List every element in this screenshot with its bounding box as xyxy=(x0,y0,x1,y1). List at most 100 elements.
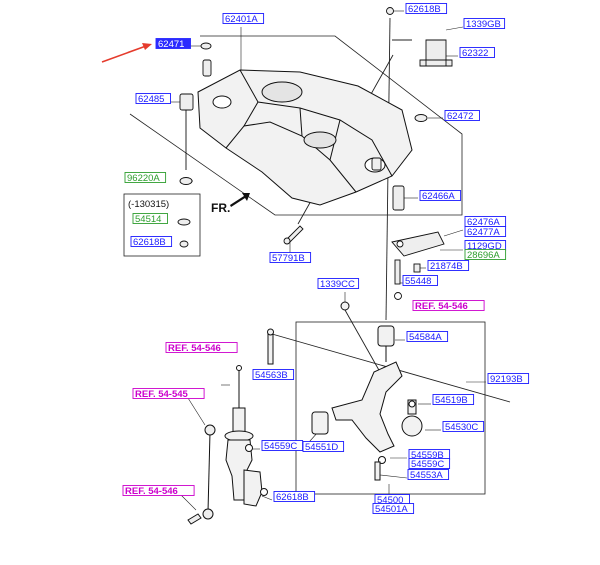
bracket-62322 xyxy=(419,39,453,67)
part-label-box xyxy=(444,110,480,121)
part-label-54553a[interactable]: 54553A xyxy=(407,469,450,482)
part-label-54514[interactable]: 54514 xyxy=(132,213,168,226)
part-label-62618b-bottom[interactable]: 62618B xyxy=(273,491,316,504)
part-label-54551d[interactable]: 54551D xyxy=(302,441,345,454)
part-label-text: 54563B xyxy=(255,370,288,381)
kit-parts xyxy=(177,218,191,248)
part-label-box xyxy=(412,300,485,311)
fr-label: FR. xyxy=(211,201,230,215)
part-label-text: 54559C xyxy=(411,459,444,470)
part-label-62401a[interactable]: 62401A xyxy=(222,13,265,26)
part-label-box xyxy=(463,18,506,29)
part-label-text: 62485 xyxy=(138,94,164,105)
part-label-text: 1129GD xyxy=(467,241,502,252)
part-label-54519b[interactable]: 54519B xyxy=(432,394,475,407)
part-label-box xyxy=(132,213,168,224)
lower-control-arm xyxy=(311,301,423,481)
part-label-box xyxy=(302,441,345,452)
part-label-62472[interactable]: 62472 xyxy=(444,110,480,123)
part-label-text: 54530C xyxy=(445,422,478,433)
part-label-ref-54-546-b[interactable]: REF. 54-546 xyxy=(165,342,238,355)
crossmember-group-box xyxy=(129,35,463,216)
part-label-text: 92193B xyxy=(490,374,523,385)
part-label-92193b[interactable]: 92193B xyxy=(487,373,530,386)
part-label-62466a[interactable]: 62466A xyxy=(419,190,462,203)
part-label-62618b-kit[interactable]: 62618B xyxy=(130,236,173,249)
part-label-text: 57791B xyxy=(272,253,305,264)
part-label-text: 1339CC xyxy=(320,279,355,290)
part-label-62618b-top[interactable]: 62618B xyxy=(405,3,448,16)
part-label-54530c[interactable]: 54530C xyxy=(442,421,485,434)
part-label-62322[interactable]: 62322 xyxy=(459,47,495,60)
part-label-box xyxy=(132,388,205,399)
part-label-text: REF. 54-545 xyxy=(135,389,189,400)
kit-date-note: (-130315) xyxy=(128,199,169,210)
part-label-text: 62471 xyxy=(158,39,184,50)
left-mount-parts xyxy=(179,42,212,185)
part-label-box xyxy=(122,485,195,496)
part-label-box xyxy=(252,369,295,380)
bushing-62485 xyxy=(179,93,194,111)
part-label-54559c-right[interactable]: 54559C xyxy=(408,458,451,471)
bushing-54584A xyxy=(377,325,395,347)
part-label-62477a[interactable]: 62477A xyxy=(464,226,507,239)
strut-assembly xyxy=(224,328,274,507)
part-label-ref-54-546-c[interactable]: REF. 54-546 xyxy=(122,485,195,498)
lower-arm-group-box xyxy=(295,321,486,495)
red-pointer-arrow-icon xyxy=(101,43,152,63)
part-label-54563b[interactable]: 54563B xyxy=(252,369,295,382)
washer-54514 xyxy=(177,218,191,226)
part-label-box xyxy=(464,249,507,260)
part-label-62485[interactable]: 62485 xyxy=(135,93,171,106)
part-label-text: 62466A xyxy=(422,191,455,202)
washer-62472 xyxy=(414,114,428,122)
washer-96220A xyxy=(179,177,193,185)
stabilizer-link xyxy=(187,424,268,525)
part-label-28696a[interactable]: 28696A xyxy=(464,249,507,262)
part-label-text: 54551D xyxy=(305,442,338,453)
bushing-62466A xyxy=(392,185,405,211)
part-label-box xyxy=(405,3,448,14)
part-label-text: 54519B xyxy=(435,395,468,406)
lower-bracket-62476A xyxy=(391,231,445,257)
part-label-box xyxy=(407,469,450,480)
part-label-text: REF. 54-546 xyxy=(415,301,468,312)
part-label-ref-54-545[interactable]: REF. 54-545 xyxy=(132,388,205,401)
part-label-box xyxy=(408,458,451,469)
part-label-box xyxy=(273,491,316,502)
part-label-text: 28696A xyxy=(467,250,500,261)
part-label-text: 62618B xyxy=(133,237,166,248)
right-mount-parts xyxy=(371,7,453,300)
part-label-57791b[interactable]: 57791B xyxy=(269,252,312,265)
part-label-55448[interactable]: 55448 xyxy=(402,275,438,288)
part-label-text: 62476A xyxy=(467,217,500,228)
part-label-1339cc[interactable]: 1339CC xyxy=(317,278,360,291)
part-label-text: 55448 xyxy=(405,276,431,287)
part-label-text: 54514 xyxy=(135,214,161,225)
part-label-box xyxy=(155,38,191,49)
nut-62618B xyxy=(386,7,394,15)
part-label-text: REF. 54-546 xyxy=(168,343,221,354)
part-label-21874b[interactable]: 21874B xyxy=(427,260,470,273)
part-label-54584a[interactable]: 54584A xyxy=(406,331,449,344)
part-label-box xyxy=(487,373,530,384)
fr-arrow-icon xyxy=(230,193,250,207)
part-label-54559c-left[interactable]: 54559C xyxy=(261,440,304,453)
bolt-54563B xyxy=(267,333,274,365)
part-label-box xyxy=(317,278,360,289)
part-label-box xyxy=(442,421,485,432)
part-label-text: 96220A xyxy=(127,173,160,184)
part-label-96220a[interactable]: 96220A xyxy=(124,172,167,185)
nut-62618B-kit xyxy=(179,240,189,248)
part-label-box xyxy=(459,47,495,58)
part-label-text: 54559C xyxy=(264,441,297,452)
ball-joint-54530C xyxy=(401,415,423,437)
part-label-box xyxy=(269,252,312,263)
front-subframe xyxy=(197,69,413,206)
part-label-ref-54-546-a[interactable]: REF. 54-546 xyxy=(412,300,485,313)
bolt-57791B xyxy=(283,225,304,245)
part-label-54501a[interactable]: 54501A xyxy=(372,503,415,516)
part-label-62471[interactable]: 62471 xyxy=(155,38,191,51)
part-label-1339gb[interactable]: 1339GB xyxy=(463,18,506,31)
